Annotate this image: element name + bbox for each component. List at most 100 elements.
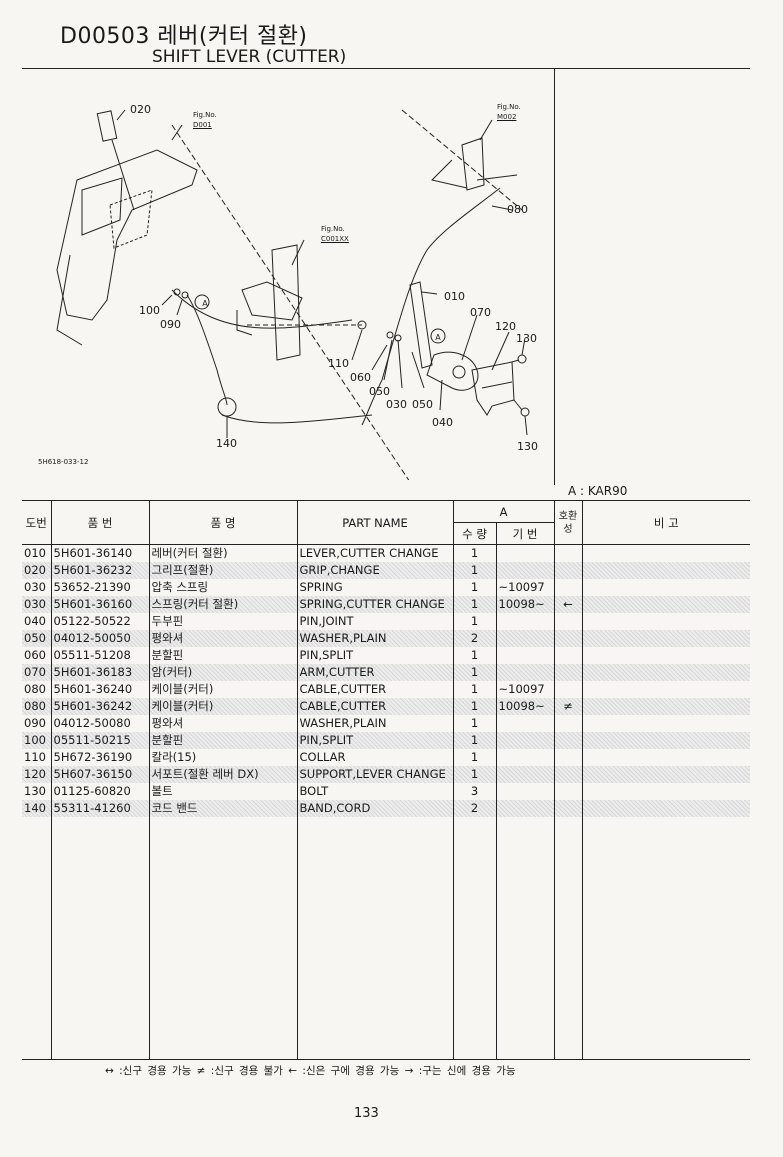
callout-020: 020 [130,103,151,116]
cell-remarks [581,765,750,783]
cell-part-name: COLLAR [296,748,453,766]
cell-no: 080 [22,697,51,715]
table-row: 070 5H601-36183 암(커터) ARM,CUTTER 1 [22,663,750,681]
cell-remarks [581,748,750,766]
cell-no: 060 [24,648,46,662]
callout-090: 090 [160,318,181,331]
cell-name-kr: 그리프(절환) [148,561,297,579]
table-row: 020 5H601-36232 그리프(절환) GRIP,CHANGE 1 [22,561,750,579]
table-row: 080 5H601-36240 케이블(커터) CABLE,CUTTER 1 ~… [22,680,750,698]
cell-part-name: PIN,SPLIT [296,646,453,664]
cell-qty: 1 [452,561,496,579]
cell-serial [495,544,554,562]
cell-qty: 2 [452,629,496,647]
cell-remarks [581,561,750,579]
page-number: 133 [354,1106,379,1121]
marker-a-left: A [202,299,208,308]
cell-name-kr: 스프링(커터 절환) [148,595,297,613]
callout-100: 100 [139,304,160,317]
cell-part-name: WASHER,PLAIN [296,629,453,647]
cell-no: 050 [22,629,51,647]
header-part-name: PART NAME [296,500,453,545]
header-serial: 기 번 [495,522,554,545]
cell-name-kr: 볼트 [148,782,297,800]
table-row: 090 04012-50080 평와셔 WASHER,PLAIN 1 [22,714,750,732]
cell-name-kr: 서포트(절환 레버 DX) [148,765,297,783]
cell-serial [495,782,554,800]
cell-interchange [553,561,582,579]
fig-ref-2-label: Fig.No. [497,103,521,111]
callout-120: 120 [495,320,516,333]
cell-remarks [581,782,750,800]
table-row: 030 53652-21390 압축 스프링 SPRING 1 ~10097 [22,578,750,596]
cell-interchange: ← [553,595,582,613]
cell-serial [495,799,554,817]
cell-serial: 10098~ [495,697,554,715]
cell-remarks [581,578,750,596]
cell-no: 040 [24,614,46,628]
fig-ref-3-label: Fig.No. [321,225,345,233]
header-remarks: 비 고 [581,500,750,545]
parts-table: 도번 품 번 품 명 PART NAME A 호환성 비 고 수 량 기 번 0… [22,500,750,1060]
cell-part-no: 55311-41260 [50,799,149,817]
cell-part-no: 5H607-36150 [50,765,149,783]
cell-remarks [581,629,750,647]
cell-serial: ~10097 [495,680,554,698]
header-no: 도번 [22,500,51,545]
cell-interchange [553,663,582,681]
cell-interchange [553,578,582,596]
callout-110: 110 [328,357,349,370]
cell-part-no: 01125-60820 [50,782,149,800]
callout-140: 140 [216,437,237,450]
cell-interchange [553,544,582,562]
cell-no: 010 [24,546,46,561]
cell-interchange [553,765,582,783]
table-row: 030 5H601-36160 스프링(커터 절환) SPRING,CUTTER… [22,595,750,613]
cell-part-name: WASHER,PLAIN [296,714,453,732]
cell-qty: 1 [452,748,496,766]
interchange-legend: ↔ :신구 경용 가능 ≠ :신구 경용 불가 ← :신은 구에 경용 가능 →… [105,1065,516,1077]
figure-code: 5H618-033-12 [38,458,89,466]
cell-serial [495,663,554,681]
cell-remarks [581,799,750,817]
cell-name-kr: 코드 밴드 [148,799,297,817]
cell-qty: 3 [452,782,496,800]
cell-part-no: 53652-21390 [50,578,149,596]
header-group-a: A [452,500,554,523]
cell-qty: 1 [452,680,496,698]
cell-interchange [553,680,582,698]
cell-serial [495,561,554,579]
table-row: 130 01125-60820 볼트 BOLT 3 [22,782,750,800]
cell-part-no: 05122-50522 [50,612,149,630]
callout-010: 010 [444,290,465,303]
cell-interchange [553,629,582,647]
cell-name-kr: 암(커터) [148,663,297,681]
cell-no: 130 [24,784,46,798]
cell-remarks [581,680,750,698]
cell-no: 090 [24,716,46,730]
cell-no: 020 [22,561,51,579]
cell-serial [495,748,554,766]
cell-remarks [581,697,750,715]
table-row: 040 05122-50522 두부핀 PIN,JOINT 1 [22,612,750,630]
cell-part-no: 5H601-36242 [50,697,149,715]
table-filler-row [22,816,750,1060]
callout-050-right: 050 [412,398,433,411]
cell-part-name: PIN,SPLIT [296,731,453,749]
cell-part-name: BAND,CORD [296,799,453,817]
cell-qty: 1 [452,578,496,596]
cell-qty: 1 [452,714,496,732]
marker-a-right: A [435,333,441,342]
catalog-note: A : KAR90 [568,484,628,498]
cell-remarks [581,595,750,613]
cell-name-kr: 평와셔 [148,714,297,732]
cell-remarks [581,731,750,749]
figure-divider [554,68,555,485]
cell-interchange [553,714,582,732]
cell-part-no: 05511-50215 [50,731,149,749]
table-row: 060 05511-51208 분할핀 PIN,SPLIT 1 [22,646,750,664]
cell-remarks [581,663,750,681]
header-qty: 수 량 [452,522,496,545]
cell-serial: 10098~ [495,595,554,613]
cell-part-name: GRIP,CHANGE [296,561,453,579]
